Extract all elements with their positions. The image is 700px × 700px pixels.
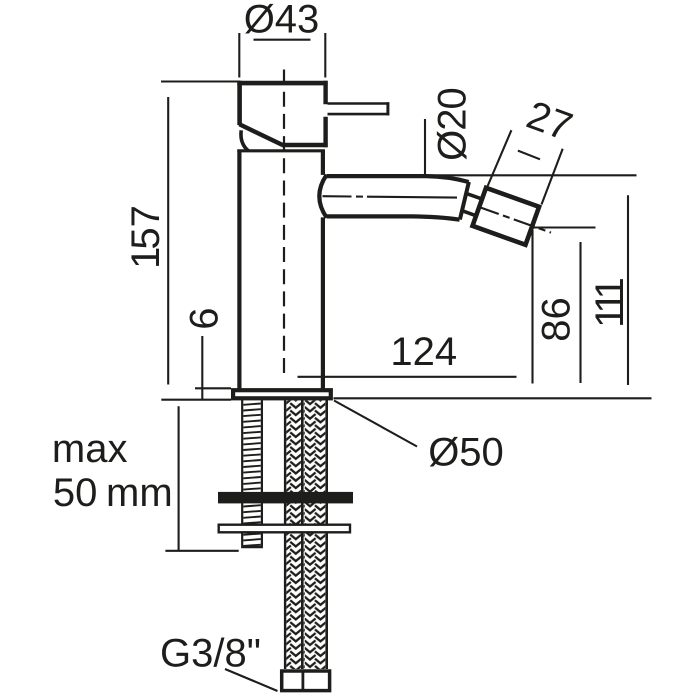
svg-text:111: 111 [588,277,632,328]
svg-text:6: 6 [182,307,226,329]
svg-text:157: 157 [124,205,168,269]
svg-text:G3/8": G3/8" [160,632,261,676]
svg-text:max: max [52,427,128,471]
svg-text:124: 124 [390,330,457,374]
svg-text:Ø50: Ø50 [428,431,504,475]
svg-text:50 mm: 50 mm [53,471,173,515]
svg-text:Ø43: Ø43 [244,0,320,42]
svg-text:Ø20: Ø20 [430,88,474,161]
svg-text:86: 86 [534,297,578,342]
